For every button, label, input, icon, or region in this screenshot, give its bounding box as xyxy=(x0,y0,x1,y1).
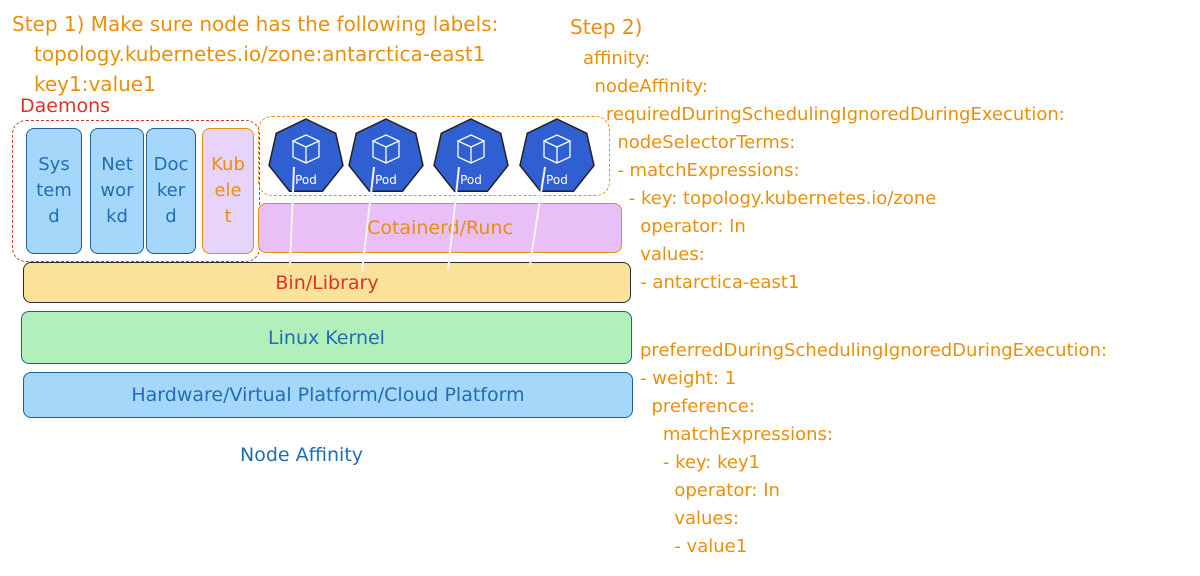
layer-linux-kernel-label: Linux Kernel xyxy=(268,326,385,349)
pods-group-frame xyxy=(258,116,610,196)
layer-linux-kernel: Linux Kernel xyxy=(21,311,632,364)
daemon-networkd: Net wor kd xyxy=(90,128,144,254)
daemon-networkd-label: Net wor kd xyxy=(100,154,134,227)
step1-label-zone: topology.kubernetes.io/zone:antarctica-e… xyxy=(34,42,486,66)
required-affinity-yaml: affinity: nodeAffinity: requiredDuringSc… xyxy=(583,48,1065,293)
daemons-group-frame xyxy=(12,120,260,262)
daemons-label: Daemons xyxy=(20,95,111,117)
layer-containerd-label: Cotainerd/Runc xyxy=(367,217,513,239)
layer-hardware-platform-label: Hardware/Virtual Platform/Cloud Platform xyxy=(131,384,525,406)
daemon-systemd-label: Sys tem d xyxy=(36,154,72,227)
preferred-affinity-yaml: preferredDuringSchedulingIgnoredDuringEx… xyxy=(640,340,1108,557)
step2-title: Step 2) xyxy=(570,15,643,39)
layer-hardware-platform: Hardware/Virtual Platform/Cloud Platform xyxy=(23,372,633,418)
daemon-systemd: Sys tem d xyxy=(26,128,82,254)
daemon-dockerd: Doc ker d xyxy=(146,128,196,254)
diagram-caption: Node Affinity xyxy=(240,444,364,466)
daemon-kubelet: Kub ele t xyxy=(202,128,254,254)
step1-title: Step 1) Make sure node has the following… xyxy=(12,12,499,36)
daemon-kubelet-label: Kub ele t xyxy=(211,154,245,227)
step1-label-key1: key1:value1 xyxy=(34,72,156,96)
layer-containerd: Cotainerd/Runc xyxy=(258,203,622,253)
layer-bin-library-label: Bin/Library xyxy=(275,271,379,294)
layer-bin-library: Bin/Library xyxy=(23,262,631,303)
daemon-dockerd-label: Doc ker d xyxy=(153,154,189,227)
